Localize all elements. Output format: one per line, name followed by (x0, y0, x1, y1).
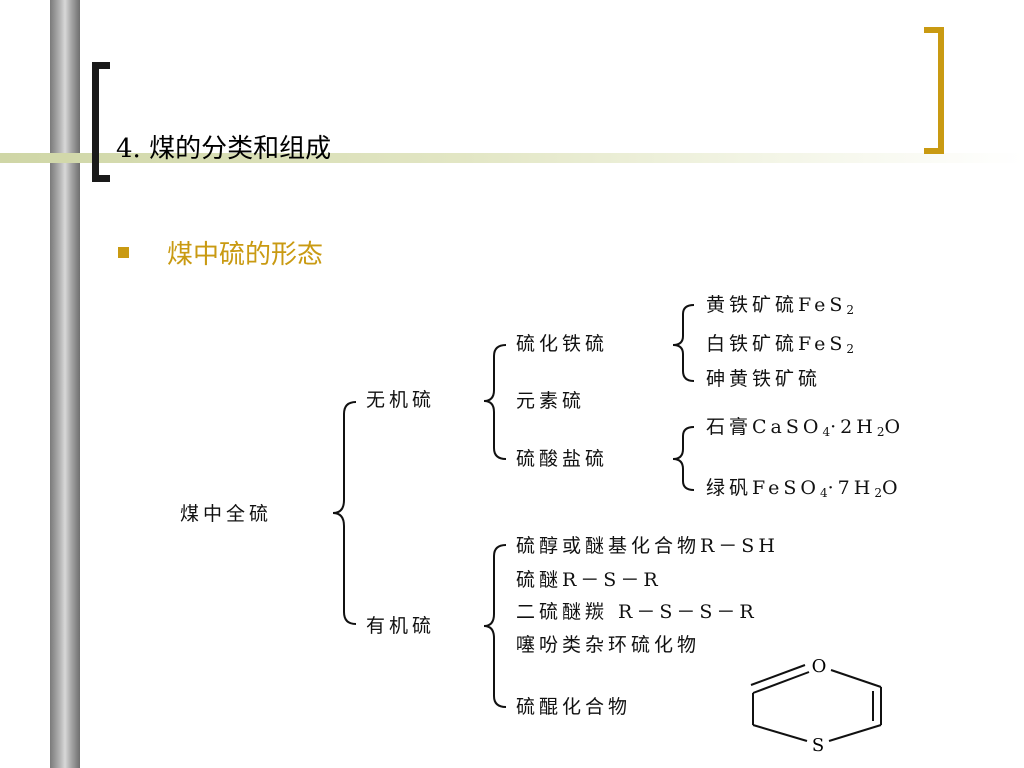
organic-item-disulfide: 二硫醚羰 R－S－S－R (516, 601, 758, 623)
brace-organic (483, 544, 507, 708)
iron-sulfide-sulfur-label: 硫化铁硫 (516, 333, 609, 355)
marcasite-item: 白铁矿硫FeS2 (706, 333, 855, 356)
ring-atom-oxygen: O (812, 656, 827, 677)
slide-subtitle: 煤中硫的形态 (167, 240, 324, 270)
organic-item-thiol: 硫醇或醚基化合物R－SH (516, 535, 779, 557)
left-bracket-decoration (92, 62, 110, 182)
organic-sulfur-label: 有机硫 (366, 615, 436, 637)
brace-iron-sulfide (672, 304, 695, 382)
brace-inorganic (483, 344, 507, 460)
ring-atom-sulfur: S (812, 735, 824, 755)
sulfate-sulfur-label: 硫酸盐硫 (516, 448, 609, 470)
slide-title: 4. 煤的分类和组成 (116, 134, 332, 164)
inorganic-sulfur-label: 无机硫 (366, 389, 436, 411)
brace-root (332, 401, 357, 625)
root-total-sulfur: 煤中全硫 (180, 503, 273, 525)
melanterite-item: 绿矾FeSO4·7H2O (706, 477, 902, 500)
pyrite-item: 黄铁矿硫FeS2 (706, 294, 855, 317)
bullet-square-icon (118, 247, 129, 258)
oxathiane-ring-structure: O S (750, 656, 882, 755)
arsenopyrite-item: 砷黄铁矿硫 (706, 368, 822, 390)
right-bracket-decoration (924, 27, 944, 154)
brace-sulfate (672, 426, 695, 491)
organic-item-thiophene: 噻吩类杂环硫化物 (516, 634, 701, 656)
organic-item-thioether: 硫醚R－S－R (516, 569, 662, 591)
organic-item-quinone: 硫醌化合物 (516, 696, 632, 718)
decorative-title-band (0, 153, 1024, 163)
gypsum-item: 石膏CaSO4·2H2O (706, 416, 905, 439)
elemental-sulfur-label: 元素硫 (516, 390, 586, 412)
decorative-side-bar (50, 0, 80, 768)
